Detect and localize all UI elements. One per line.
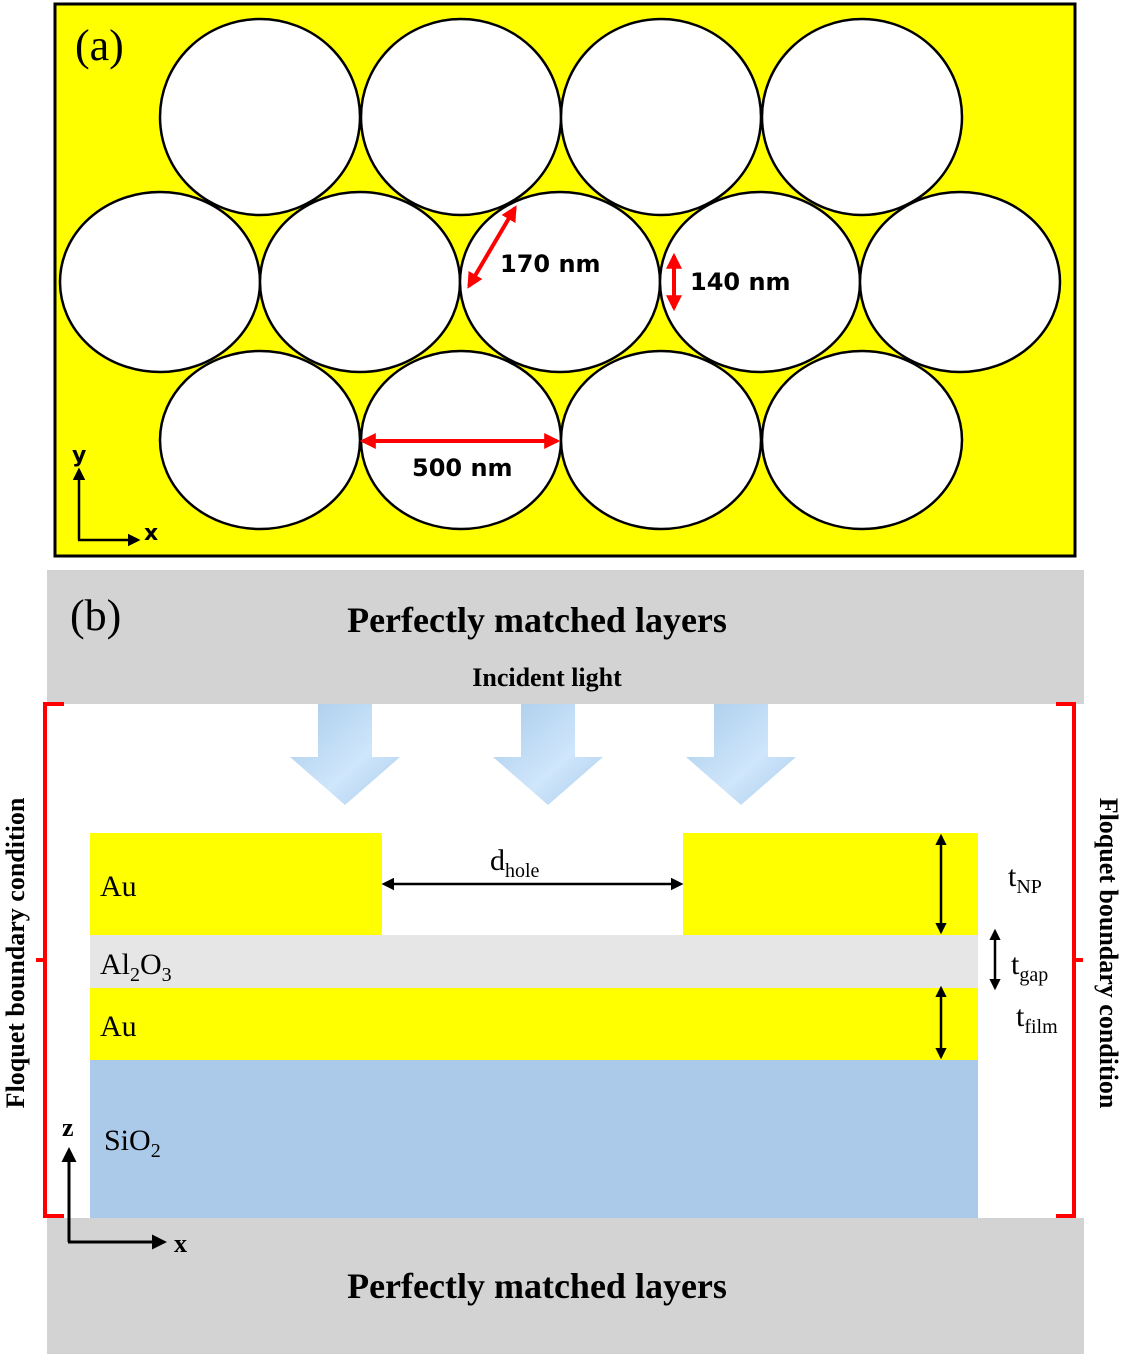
t-np-label: tNP bbox=[1008, 860, 1042, 898]
t-gap-main: t bbox=[1011, 948, 1020, 981]
al2o3-label-o: O bbox=[140, 948, 162, 981]
sio2-label-sio: SiO bbox=[104, 1124, 151, 1157]
pml-top-label: Perfectly matched layers bbox=[347, 600, 727, 640]
t-gap-label: tgap bbox=[1011, 948, 1048, 986]
hole-3-3 bbox=[559, 349, 763, 531]
t-film-sub: film bbox=[1024, 1016, 1058, 1038]
panel-b: (b) Perfectly matched layers Incident li… bbox=[1, 570, 1123, 1354]
hole-1-2 bbox=[359, 17, 563, 217]
floquet-label-left: Floquet boundary condition bbox=[1, 797, 30, 1108]
sio2-label-sub: 2 bbox=[151, 1140, 161, 1162]
diagonal-gap-label: 170 nm bbox=[500, 250, 601, 278]
d-hole-label: dhole bbox=[490, 844, 540, 882]
sio2-label: SiO2 bbox=[104, 1124, 161, 1162]
floquet-label-right: Floquet boundary condition bbox=[1094, 798, 1123, 1109]
hole-1-4 bbox=[760, 17, 964, 217]
film-au-label: Au bbox=[100, 1010, 137, 1043]
panel-a-label: (a) bbox=[75, 21, 124, 70]
x-axis-label: x bbox=[144, 521, 158, 546]
au-nanoparticle-left bbox=[90, 833, 382, 935]
al2o3-label: Al2O3 bbox=[100, 948, 172, 986]
hole-2-3 bbox=[458, 190, 662, 374]
au-nanoparticle-right bbox=[683, 833, 978, 935]
hole-1-1 bbox=[158, 17, 362, 217]
hole-2-5 bbox=[858, 190, 1062, 374]
t-film-main: t bbox=[1016, 1000, 1025, 1033]
light-arrow-2 bbox=[493, 704, 603, 805]
hole-3-1 bbox=[158, 349, 362, 531]
top-au-label: Au bbox=[100, 870, 137, 903]
panel-b-label: (b) bbox=[70, 591, 121, 640]
hole-2-2 bbox=[258, 190, 462, 374]
incident-light-label: Incident light bbox=[472, 663, 622, 692]
d-hole-sub: hole bbox=[505, 860, 540, 882]
sio2-substrate bbox=[90, 1060, 978, 1218]
hole-diameter-label: 500 nm bbox=[412, 454, 513, 482]
hole-3-4 bbox=[760, 349, 964, 531]
light-arrow-1 bbox=[290, 704, 400, 805]
t-np-sub: NP bbox=[1016, 876, 1042, 898]
al2o3-label-sub1: 2 bbox=[130, 964, 140, 986]
d-hole-main: d bbox=[490, 844, 505, 877]
panel-a: (a) 170 nm 140 nm 500 nm y x bbox=[53, 2, 1077, 558]
pml-bottom-label: Perfectly matched layers bbox=[347, 1266, 727, 1306]
light-arrow-3 bbox=[686, 704, 796, 805]
incident-light-arrows bbox=[290, 704, 796, 805]
x-axis-label-b: x bbox=[174, 1229, 187, 1258]
t-film-label: tfilm bbox=[1016, 1000, 1058, 1038]
diagonal-gap-arrow bbox=[467, 205, 517, 289]
vertical-gap-label: 140 nm bbox=[690, 268, 791, 296]
pml-top bbox=[47, 570, 1084, 704]
floquet-bracket-left bbox=[36, 702, 64, 1218]
al2o3-label-sub2: 3 bbox=[162, 964, 172, 986]
al2o3-gap-layer bbox=[90, 935, 978, 988]
al2o3-label-al: Al bbox=[100, 948, 130, 981]
hole-2-1 bbox=[58, 190, 262, 374]
y-axis-label: y bbox=[72, 443, 86, 468]
floquet-bracket-right bbox=[1056, 702, 1083, 1218]
z-axis-label: z bbox=[62, 1113, 74, 1142]
au-film-layer bbox=[90, 988, 978, 1060]
t-np-main: t bbox=[1008, 860, 1017, 893]
t-gap-sub: gap bbox=[1019, 964, 1048, 986]
hole-1-3 bbox=[559, 17, 763, 217]
pml-bottom bbox=[47, 1218, 1084, 1354]
